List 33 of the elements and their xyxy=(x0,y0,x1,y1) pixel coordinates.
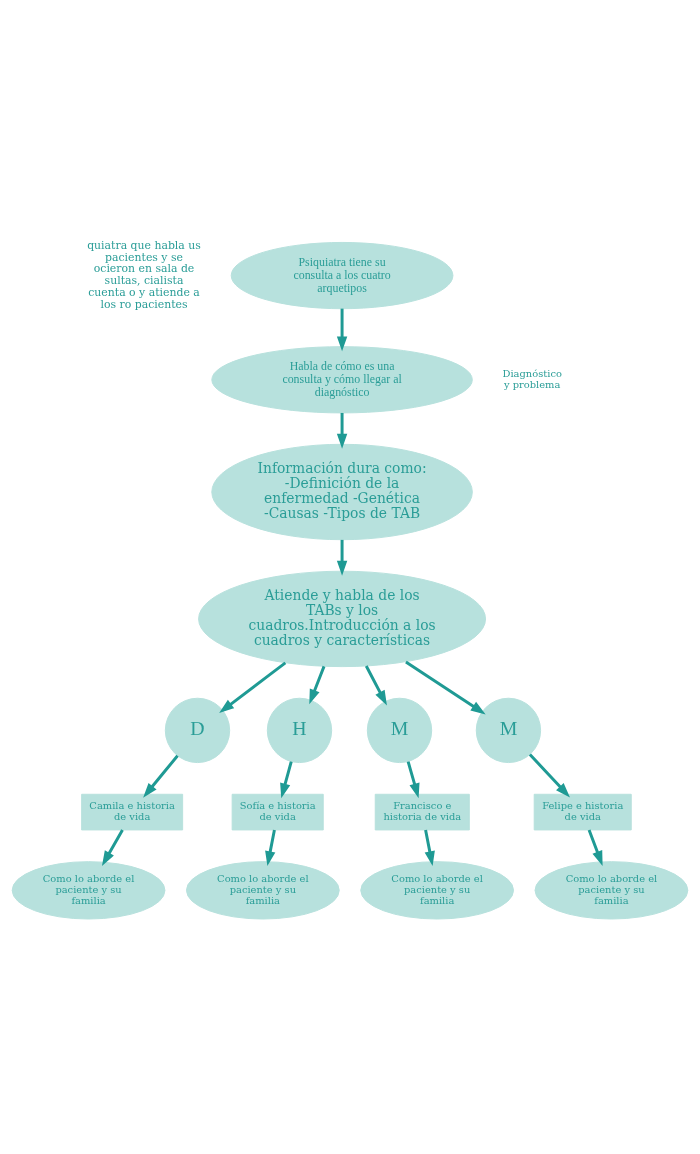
node-ellipse: Como lo aborde el paciente y su familia xyxy=(360,860,515,920)
arrow xyxy=(309,665,326,704)
arrow xyxy=(336,308,348,351)
node-circle: M xyxy=(475,697,542,763)
arrow xyxy=(405,660,486,714)
arrow xyxy=(528,752,570,797)
node-ellipse: Psiquiatra tiene su consulta a los cuatro arquetipos xyxy=(230,241,454,309)
arrow xyxy=(143,754,179,798)
arrow xyxy=(219,661,287,713)
arrow xyxy=(336,539,348,576)
node-box: Felipe e historia de vida xyxy=(533,793,632,830)
node-box: Francisco e historia de vida xyxy=(374,793,470,830)
arrow xyxy=(336,412,348,449)
arrow xyxy=(364,664,387,705)
arrow xyxy=(406,760,420,798)
node-ellipse: Habla de cómo es una consulta y cómo llegar al diagnóstico xyxy=(211,345,473,413)
node-ellipse: Información dura como: -Definición de la enfermedad -Genética -Causas -Tipos de TAB xyxy=(211,443,473,540)
arrow xyxy=(265,829,276,866)
node-ellipse: Como lo aborde el paciente y su familia xyxy=(11,860,166,920)
arrow xyxy=(424,829,435,866)
arrow xyxy=(101,828,124,866)
node-ellipse: Atiende y habla de los TABs y los cuadros.Introducción a los cuadros y características xyxy=(198,570,487,667)
node-circle: M xyxy=(366,697,433,763)
arrow xyxy=(280,760,293,798)
node-circle: D xyxy=(164,697,231,763)
node-box: Sofía e historia de vida xyxy=(231,793,324,830)
node-box: Camila e historia de vida xyxy=(81,793,184,830)
node-circle: H xyxy=(266,697,333,763)
node-ellipse: Como lo aborde el paciente y su familia xyxy=(534,860,689,920)
node-label: Diagnóstico y problema xyxy=(502,367,562,390)
arrow xyxy=(587,829,603,866)
node-ellipse: Como lo aborde el paciente y su familia xyxy=(185,860,340,920)
label: quiatra que habla us pacientes y se ocieron en sala de sultas, cialista cuenta o y atiende a los ro pacientes xyxy=(87,238,201,311)
